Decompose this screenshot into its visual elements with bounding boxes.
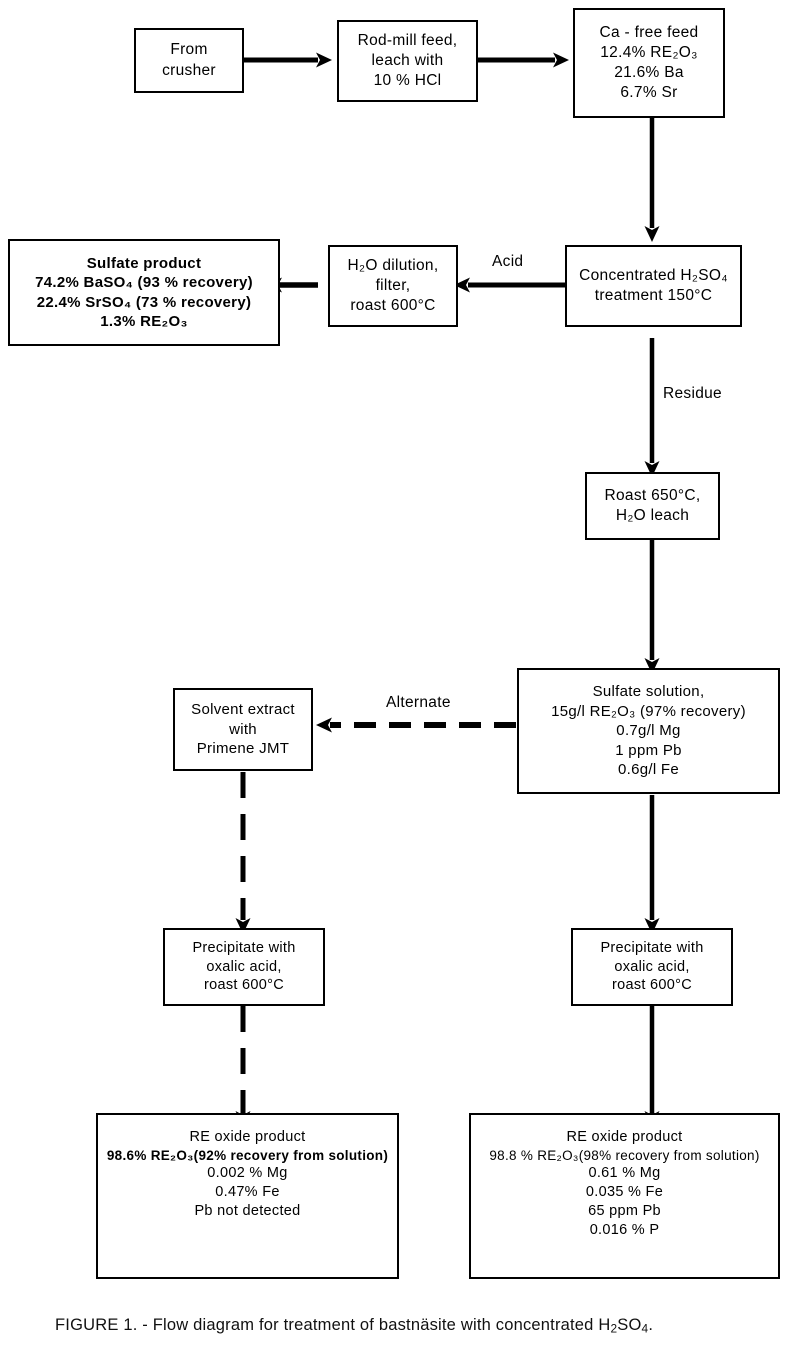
node-re-oxide-product-right[interactable]: RE oxide product 98.8 % RE₂O₃(98% recove…: [469, 1113, 780, 1279]
node-re-oxide-left-line-2: 0.002 % Mg: [207, 1165, 288, 1182]
node-ca-free-feed-line-2: 21.6% Ba: [614, 64, 684, 81]
node-precipitate-right-line-0: Precipitate with: [600, 939, 704, 956]
figure-caption: FIGURE 1. - Flow diagram for treatment o…: [55, 1316, 653, 1336]
node-roast-650-line-0: Roast 650°C,: [604, 486, 701, 504]
node-sulfate-solution-line-4: 0.6g/l Fe: [617, 761, 680, 779]
node-concentrated-h2so4-line-0: Concentrated H₂SO₄: [579, 266, 728, 284]
node-precipitate-left-line-2: roast 600°C: [203, 977, 285, 994]
figure-caption-text: Flow diagram for treatment of bastnäsite…: [152, 1316, 611, 1334]
node-sulfate-solution-line-0: Sulfate solution,: [592, 683, 705, 701]
node-rod-mill-feed-line-2: 10 % HCl: [373, 72, 442, 90]
node-roast-650-line-1: H₂O leach: [615, 507, 690, 524]
node-re-oxide-left-line-3: 0.47% Fe: [215, 1184, 280, 1201]
node-h2o-dilution-line-2: roast 600°C: [350, 297, 436, 315]
node-h2o-dilution[interactable]: H₂O dilution, filter, roast 600°C: [328, 245, 458, 327]
node-rod-mill-feed[interactable]: Rod-mill feed, leach with 10 % HCl: [337, 20, 478, 102]
figure-caption-prefix: FIGURE 1. -: [55, 1316, 153, 1334]
edge-label-acid: Acid: [492, 253, 524, 270]
node-concentrated-h2so4[interactable]: Concentrated H₂SO₄ treatment 150°C: [565, 245, 742, 327]
node-sulfate-product[interactable]: Sulfate product 74.2% BaSO₄ (93 % recove…: [8, 239, 280, 346]
node-re-oxide-right-line-0: RE oxide product: [566, 1129, 683, 1145]
node-solvent-extract-line-0: Solvent extract: [191, 701, 295, 719]
node-from-crusher-line-1: crusher: [162, 61, 216, 79]
node-concentrated-h2so4-line-1: treatment 150°C: [594, 287, 713, 304]
node-solvent-extract-line-2: Primene JMT: [196, 740, 290, 758]
node-ca-free-feed-line-1: 12.4% RE₂O₃: [600, 43, 698, 61]
node-re-oxide-left-line-0: RE oxide product: [189, 1129, 306, 1145]
node-ca-free-feed[interactable]: Ca - free feed 12.4% RE₂O₃ 21.6% Ba 6.7%…: [573, 8, 725, 118]
node-sulfate-solution-line-1: 15g/l RE₂O₃ (97% recovery): [551, 702, 746, 720]
figure-caption-suffix: .: [648, 1316, 654, 1334]
node-sulfate-product-line-2: 22.4% SrSO₄ (73 % recovery): [36, 293, 252, 311]
node-solvent-extract-line-1: with: [229, 720, 257, 738]
node-sulfate-solution-line-2: 0.7g/l Mg: [616, 722, 681, 740]
node-sulfate-solution-line-3: 1 ppm Pb: [615, 741, 682, 759]
node-re-oxide-left-line-4: Pb not detected: [194, 1203, 301, 1220]
node-sulfate-product-line-1: 74.2% BaSO₄ (93 % recovery): [35, 274, 253, 291]
figure-caption-sub-4: 4: [641, 1321, 649, 1336]
node-rod-mill-feed-line-1: leach with: [371, 51, 444, 69]
node-precipitate-left-line-0: Precipitate with: [192, 939, 296, 956]
figure-caption-sub-2: 2: [610, 1321, 618, 1336]
figure-caption-mid: SO: [617, 1316, 642, 1334]
node-re-oxide-right-line-1: 98.8 % RE₂O₃(98% recovery from solution): [489, 1147, 760, 1163]
node-solvent-extract[interactable]: Solvent extract with Primene JMT: [173, 688, 313, 771]
node-ca-free-feed-line-3: 6.7% Sr: [620, 84, 678, 102]
node-re-oxide-product-left[interactable]: RE oxide product 98.6% RE₂O₃(92% recover…: [96, 1113, 399, 1279]
node-sulfate-solution[interactable]: Sulfate solution, 15g/l RE₂O₃ (97% recov…: [517, 668, 780, 794]
node-re-oxide-right-line-2: 0.61 % Mg: [588, 1165, 661, 1182]
node-precipitate-right[interactable]: Precipitate with oxalic acid, roast 600°…: [571, 928, 733, 1006]
node-h2o-dilution-line-1: filter,: [375, 276, 411, 294]
node-h2o-dilution-line-0: H₂O dilution,: [347, 256, 439, 274]
node-ca-free-feed-line-0: Ca - free feed: [599, 23, 699, 41]
node-sulfate-product-line-3: 1.3% RE₂O₃: [100, 313, 188, 330]
node-precipitate-right-line-2: roast 600°C: [611, 977, 693, 994]
node-precipitate-right-line-1: oxalic acid,: [614, 958, 690, 975]
node-precipitate-left[interactable]: Precipitate with oxalic acid, roast 600°…: [163, 928, 325, 1006]
node-re-oxide-left-line-1: 98.6% RE₂O₃(92% recovery from solution): [106, 1147, 389, 1163]
node-roast-650-h2o-leach[interactable]: Roast 650°C, H₂O leach: [585, 472, 720, 540]
node-from-crusher[interactable]: From crusher: [134, 28, 244, 93]
node-from-crusher-line-0: From: [170, 41, 208, 59]
node-sulfate-product-line-0: Sulfate product: [86, 254, 202, 272]
edge-label-residue: Residue: [663, 385, 722, 402]
node-re-oxide-right-line-4: 65 ppm Pb: [588, 1203, 661, 1220]
node-precipitate-left-line-1: oxalic acid,: [206, 958, 282, 975]
edge-label-alternate: Alternate: [386, 694, 451, 711]
node-re-oxide-right-line-5: 0.016 % P: [589, 1221, 660, 1238]
node-re-oxide-right-line-3: 0.035 % Fe: [585, 1184, 664, 1201]
node-rod-mill-feed-line-0: Rod-mill feed,: [357, 31, 458, 49]
